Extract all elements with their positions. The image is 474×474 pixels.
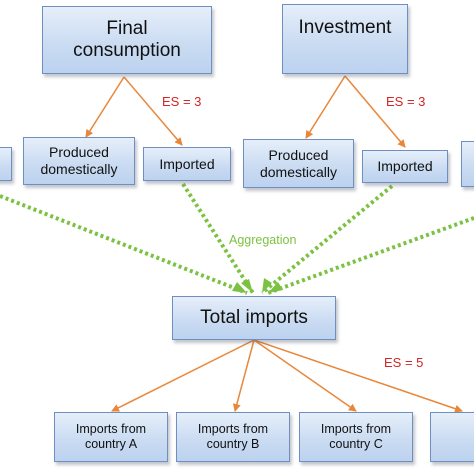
imports-from-country-b-box[interactable]: Imports from country B	[176, 412, 290, 462]
aggregation-label: Aggregation	[229, 233, 297, 247]
aggregation-arrowhead-right-edge	[268, 282, 283, 293]
es-label-investment: ES = 3	[386, 94, 426, 109]
imported-box-1[interactable]: Imported	[143, 147, 231, 181]
es-label-total-imports: ES = 5	[384, 355, 424, 370]
arrow-final-to-produced	[85, 76, 125, 138]
offscreen-box-bottom-right	[430, 412, 474, 462]
aggregation-arrow-right-edge	[267, 216, 474, 295]
aggregation-arrow-left-edge	[0, 194, 248, 295]
aggregation-arrowhead-imported-1	[241, 279, 253, 293]
final-consumption-box[interactable]: Final consumption	[42, 6, 212, 74]
offscreen-box-left	[0, 147, 12, 181]
arrow-total-to-country-c	[253, 339, 357, 412]
produced-domestically-box-2[interactable]: Produced domestically	[243, 139, 354, 188]
arrow-final-to-imported	[123, 76, 183, 146]
aggregation-arrowhead-imported-2	[262, 278, 272, 293]
imports-from-country-c-box[interactable]: Imports from country C	[299, 412, 413, 462]
produced-domestically-box-1[interactable]: Produced domestically	[23, 137, 135, 185]
investment-box[interactable]: Investment	[282, 4, 408, 74]
arrow-total-to-offscreen	[253, 339, 463, 413]
aggregation-arrowhead-left-edge	[232, 282, 247, 293]
arrow-investment-to-imported	[344, 75, 406, 148]
arrow-total-to-country-a	[111, 339, 255, 412]
arrow-investment-to-produced	[305, 75, 346, 139]
imports-from-country-a-box[interactable]: Imports from country A	[54, 412, 168, 462]
total-imports-box[interactable]: Total imports	[172, 296, 336, 340]
offscreen-box-right	[461, 141, 474, 187]
imported-box-2[interactable]: Imported	[362, 150, 448, 183]
arrow-total-to-country-b	[232, 339, 255, 412]
es-label-final-consumption: ES = 3	[162, 94, 202, 109]
aggregation-arrow-imported-2	[260, 184, 394, 295]
